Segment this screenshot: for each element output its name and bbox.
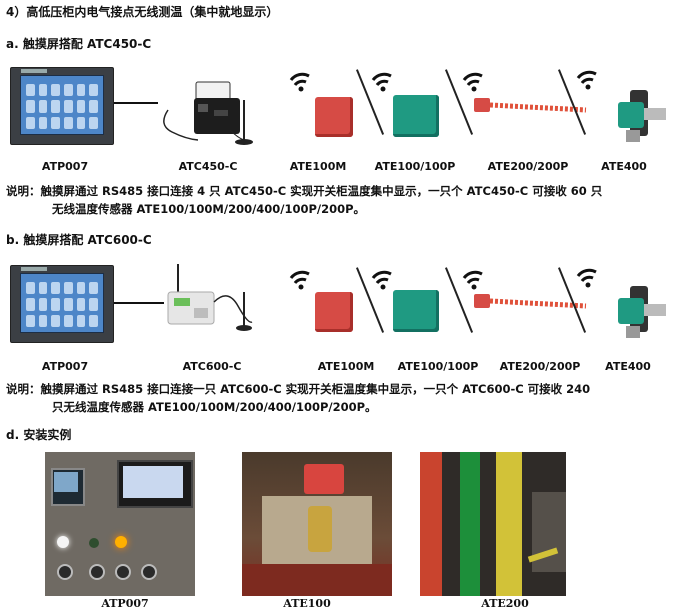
connection-line-b (114, 302, 164, 304)
wireless-signal-icon (576, 70, 597, 90)
section-title: 4）高低压柜内电气接点无线测温（集中就地显示） (6, 5, 279, 19)
product-label: ATE100M (317, 360, 375, 373)
wireless-signal-icon (576, 268, 597, 288)
photo-caption: ATE100 (283, 597, 331, 610)
subsection-d-title: d. 安装实例 (6, 428, 72, 442)
wireless-signal-icon (289, 72, 310, 92)
note-b-line1: 说明：触摸屏通过 RS485 接口连接一只 ATC600-C 实现开关柜温度集中… (6, 382, 591, 396)
note-a: 说明：触摸屏通过 RS485 接口连接 4 只 ATC450-C 实现开关柜温度… (6, 182, 670, 218)
subsection-b-title: b. 触摸屏搭配 ATC600-C (6, 233, 152, 247)
atc450-c-image (163, 81, 253, 145)
product-label: ATC600-C (182, 360, 242, 373)
note-a-line1: 说明：触摸屏通过 RS485 接口连接 4 只 ATC450-C 实现开关柜温度… (6, 184, 603, 198)
note-b-line2: 只无线温度传感器 ATE100/100M/200/400/100P/200P。 (52, 400, 377, 414)
ate100m-image (315, 97, 353, 137)
atc600-c-image (167, 264, 253, 331)
ate200-200p-image (474, 294, 587, 309)
product-label: ATE100M (289, 160, 347, 173)
product-label: ATE400 (605, 360, 651, 373)
product-label: ATE200/200P (487, 160, 569, 173)
ate100-100p-image (393, 290, 439, 332)
installation-photo-ate200 (420, 452, 566, 596)
product-label: ATE200/200P (499, 360, 581, 373)
wireless-signal-icon (371, 72, 392, 92)
note-a-line2: 无线温度传感器 ATE100/100M/200/400/100P/200P。 (52, 202, 366, 216)
touchscreen-image-a (10, 67, 114, 145)
installation-photo-atp007 (45, 452, 195, 596)
touchscreen-image-b (10, 265, 114, 343)
wireless-signal-icon (462, 72, 483, 92)
connection-line-a (114, 102, 158, 104)
product-label: ATE100/100P (374, 160, 456, 173)
installation-photo-ate100 (242, 452, 392, 596)
photo-caption: ATP007 (101, 597, 149, 610)
ate100m-image (315, 292, 353, 332)
ate200-200p-image (474, 98, 587, 113)
product-label: ATP007 (41, 160, 89, 173)
note-b: 说明：触摸屏通过 RS485 接口连接一只 ATC600-C 实现开关柜温度集中… (6, 380, 670, 416)
ate100-100p-image (393, 95, 439, 137)
product-label: ATE100/100P (397, 360, 479, 373)
product-label: ATC450-C (178, 160, 238, 173)
product-label: ATP007 (41, 360, 89, 373)
ate400-image (618, 90, 666, 142)
wireless-signal-icon (289, 270, 310, 290)
product-label: ATE400 (601, 160, 647, 173)
wireless-signal-icon (462, 270, 483, 290)
photo-caption: ATE200 (481, 597, 529, 610)
subsection-a-title: a. 触摸屏搭配 ATC450-C (6, 37, 152, 51)
wireless-signal-icon (371, 270, 392, 290)
ate400-image (618, 286, 666, 338)
